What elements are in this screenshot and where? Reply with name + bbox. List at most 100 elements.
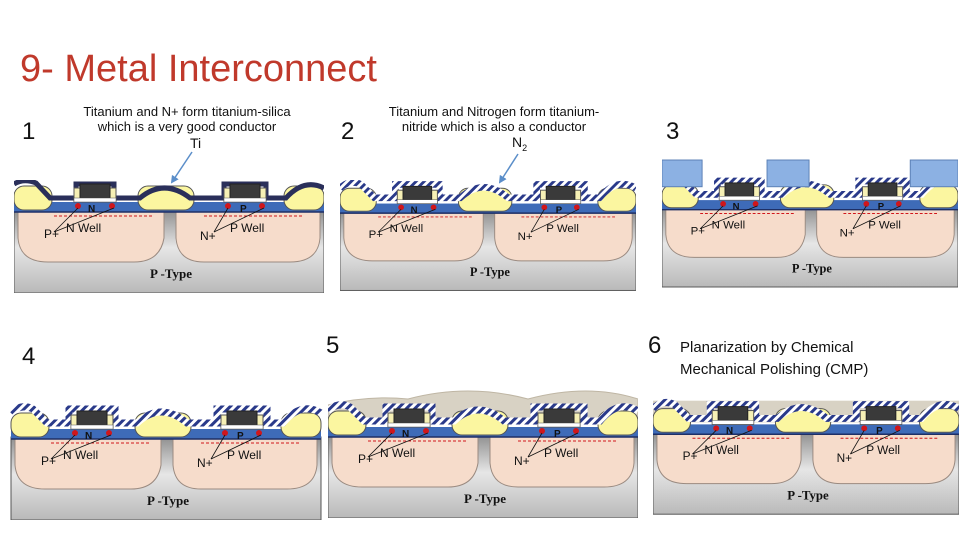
- step-6-caption-line2: Mechanical Polishing (CMP): [680, 361, 869, 378]
- step-number-4: 4: [22, 343, 36, 370]
- left-gate-oxide: [397, 199, 438, 204]
- titanium-nitride-film: [8, 403, 323, 427]
- step-number-3: 3: [666, 118, 680, 145]
- p-well: [172, 438, 318, 490]
- step-1-caption-line2: which is a very good conductor: [97, 119, 277, 134]
- left-gate-oxide: [719, 196, 760, 201]
- titanium-nitride-film: [340, 180, 636, 202]
- dopant-arrow-1: [50, 434, 76, 460]
- p-well: [816, 209, 955, 258]
- p-well-label: P Well: [544, 446, 578, 460]
- p-region-label: P: [556, 205, 563, 216]
- n-region-label: N: [726, 426, 733, 437]
- p-well: [489, 436, 635, 488]
- left-drain-contact: [106, 430, 112, 436]
- dopant-arrow-4: [527, 432, 579, 458]
- right-gate-oxide: [862, 196, 903, 201]
- right-source-contact: [222, 430, 228, 436]
- photoresist-3: [909, 159, 958, 188]
- left-gate: [717, 406, 749, 421]
- dopant-arrow-1: [692, 430, 717, 455]
- left-drain-contact: [109, 203, 115, 209]
- right-source-contact: [225, 203, 231, 209]
- p-plus-label: P+: [691, 225, 706, 237]
- left-gate-oxide: [73, 197, 117, 203]
- left-source-contact: [398, 204, 404, 211]
- left-source-contact: [720, 201, 726, 207]
- dopant-arrow-2: [692, 429, 752, 455]
- p-well-label: P Well: [227, 448, 261, 462]
- left-drain-contact: [746, 425, 753, 432]
- dopant-arrow-2: [700, 205, 758, 230]
- dopant-arrow-4: [213, 207, 265, 233]
- n-region-label: N: [402, 429, 409, 440]
- left-gate: [79, 183, 111, 199]
- right-gate-oxide: [540, 199, 581, 204]
- photoresist-2: [766, 159, 810, 188]
- right-source-contact: [861, 425, 868, 432]
- p-well-label: P Well: [230, 221, 264, 235]
- substrate-label: P -Type: [464, 491, 506, 506]
- n-well: [656, 433, 802, 485]
- right-drain-contact: [256, 430, 262, 436]
- n-plus-label: N+: [837, 451, 853, 465]
- n-well: [343, 212, 484, 262]
- right-gate: [543, 408, 575, 424]
- left-source-contact: [713, 425, 720, 432]
- dopant-arrow-1: [53, 207, 79, 233]
- dopant-arrow-4: [852, 205, 901, 230]
- dopant-arrow-2: [367, 432, 429, 458]
- n-plus-label: N+: [200, 229, 216, 243]
- right-gate: [229, 183, 261, 199]
- p-region-label: P: [554, 429, 561, 440]
- substrate-label: P -Type: [150, 266, 192, 281]
- n-region-label: N: [85, 431, 92, 442]
- right-drain-contact: [259, 203, 265, 209]
- dopant-arrow-2: [378, 208, 436, 233]
- step-number-1: 1: [22, 118, 36, 145]
- step-2-caption: Titanium and Nitrogen form titanium- nit…: [362, 104, 626, 134]
- dopant-arrow-4: [530, 208, 579, 233]
- right-source-contact: [541, 204, 548, 211]
- p-region-label: P: [237, 431, 244, 442]
- right-gate-oxide: [220, 424, 264, 430]
- p-plus-label: P+: [683, 449, 698, 463]
- p-plus-label: P+: [41, 454, 56, 468]
- n-well-label: N Well: [66, 221, 101, 235]
- p-plus-label: P+: [44, 227, 59, 241]
- p-well-label: P Well: [546, 223, 579, 235]
- substrate-label: P -Type: [787, 488, 829, 502]
- n-well-label: N Well: [380, 446, 415, 460]
- dopant-arrow-3: [210, 434, 226, 460]
- right-drain-contact: [573, 204, 580, 211]
- p-region-label: P: [876, 426, 883, 437]
- left-source-contact: [75, 203, 81, 209]
- step-number-5: 5: [326, 332, 340, 359]
- substrate-label: P -Type: [470, 265, 511, 279]
- ti-arrow: [170, 151, 193, 184]
- dopant-arrow-3: [530, 209, 545, 233]
- field-oxide-1: [14, 185, 53, 211]
- right-gate: [865, 406, 897, 421]
- step-2-caption-line2: nitride which is also a conductor: [401, 119, 587, 134]
- right-gate-oxide: [223, 197, 267, 203]
- n-well-label: N Well: [712, 220, 745, 232]
- left-source-contact: [72, 430, 78, 436]
- n-region-label: N: [88, 204, 95, 215]
- n-well: [665, 209, 806, 258]
- p-plus-label: P+: [358, 452, 373, 466]
- right-gate: [545, 185, 576, 201]
- right-gate-oxide: [537, 422, 581, 428]
- right-drain-contact: [573, 428, 579, 434]
- metal-film: [14, 180, 324, 201]
- n-well-label: N Well: [390, 223, 423, 235]
- dopant-arrow-4: [850, 429, 900, 455]
- n-plus-label: N+: [514, 454, 530, 468]
- n-region-label: N: [733, 202, 740, 213]
- right-gate: [867, 182, 898, 197]
- n-well: [17, 211, 165, 263]
